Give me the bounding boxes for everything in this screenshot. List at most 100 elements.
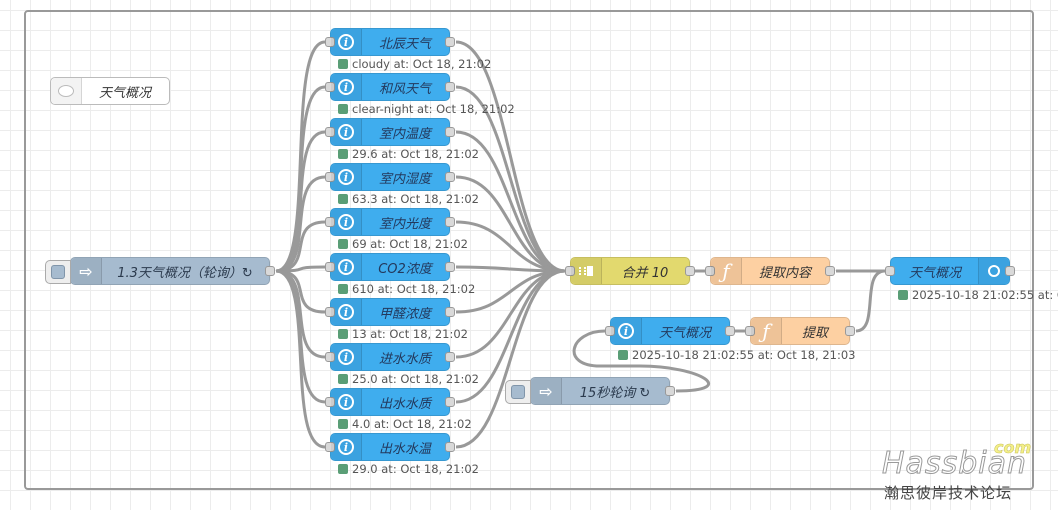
debug-output-port[interactable] xyxy=(445,82,455,92)
debug-output-port[interactable] xyxy=(445,397,455,407)
debug-input-port[interactable] xyxy=(325,307,335,317)
output-input-port[interactable] xyxy=(885,266,895,276)
debug-input-port[interactable] xyxy=(325,442,335,452)
wire-inject-to-debug[interactable] xyxy=(275,175,326,273)
info-icon: i xyxy=(331,29,362,55)
debug-status: cloudy at: Oct 18, 21:02 xyxy=(338,57,491,71)
arrow-right-icon: ⇨ xyxy=(71,258,102,284)
wire-extract-to-output-node[interactable] xyxy=(855,269,886,333)
second-debug-input-port[interactable] xyxy=(605,326,615,336)
debug-node[interactable]: i 出水水质 xyxy=(325,388,455,416)
main-inject-node[interactable]: ⇨ 1.3天气概况（轮询）↻ xyxy=(45,257,275,285)
wire-debug-to-join[interactable] xyxy=(455,85,566,273)
debug-output-port[interactable] xyxy=(445,217,455,227)
info-icon: i xyxy=(331,164,362,190)
info-icon: i xyxy=(331,119,362,145)
extract-content-node[interactable]: ƒ 提取内容 xyxy=(705,257,835,285)
wire-debug-to-join[interactable] xyxy=(455,269,566,404)
debug-output-port[interactable] xyxy=(445,127,455,137)
main-inject-label: 1.3天气概况（轮询）↻ xyxy=(117,265,253,281)
join-label: 合并 10 xyxy=(621,265,669,281)
main-inject-trigger-button[interactable] xyxy=(45,260,71,284)
debug-input-port[interactable] xyxy=(325,397,335,407)
wire-debug-to-join[interactable] xyxy=(455,220,566,273)
info-icon: i xyxy=(331,389,362,415)
debug-input-port[interactable] xyxy=(325,127,335,137)
debug-input-port[interactable] xyxy=(325,352,335,362)
debug-label: 室内温度 xyxy=(378,126,431,142)
debug-label: 和风天气 xyxy=(378,81,431,97)
wire-inject-to-debug[interactable] xyxy=(275,130,326,273)
debug-input-port[interactable] xyxy=(325,37,335,47)
debug-output-port[interactable] xyxy=(445,262,455,272)
join-output-port[interactable] xyxy=(685,266,695,276)
debug-label: 出水水质 xyxy=(378,396,431,412)
function-icon: ƒ xyxy=(711,258,742,284)
debug-output-port[interactable] xyxy=(445,442,455,452)
debug-status: 25.0 at: Oct 18, 21:02 xyxy=(338,372,479,386)
debug-status: 63.3 at: Oct 18, 21:02 xyxy=(338,192,479,206)
poll-inject-trigger-button[interactable] xyxy=(505,380,531,404)
poll-inject-node[interactable]: ⇨ 15秒轮询 ↻ xyxy=(505,377,675,405)
join-icon xyxy=(571,258,602,284)
debug-output-port[interactable] xyxy=(445,37,455,47)
status-dot-icon xyxy=(618,350,628,360)
wire-debug-to-join[interactable] xyxy=(455,175,566,273)
debug-output-port[interactable] xyxy=(445,352,455,362)
debug-input-port[interactable] xyxy=(325,172,335,182)
debug-input-port[interactable] xyxy=(325,262,335,272)
info-icon: i xyxy=(331,344,362,370)
main-inject-output-port[interactable] xyxy=(265,266,275,276)
comment-node[interactable]: 天气概况 xyxy=(50,77,170,105)
wire-inject-to-debug[interactable] xyxy=(275,220,326,273)
extract-content-output-port[interactable] xyxy=(825,266,835,276)
debug-status: 29.0 at: Oct 18, 21:02 xyxy=(338,462,479,476)
wire-debug-to-join[interactable] xyxy=(455,130,566,273)
debug-label: CO2浓度 xyxy=(378,261,432,277)
debug-input-port[interactable] xyxy=(325,217,335,227)
output-node[interactable]: 天气概况 xyxy=(885,257,1015,285)
debug-output-port[interactable] xyxy=(445,307,455,317)
extract-output-port[interactable] xyxy=(845,326,855,336)
debug-input-port[interactable] xyxy=(325,82,335,92)
watermark-tagline: 瀚思彼岸技术论坛 xyxy=(884,484,1013,502)
output-label: 天气概况 xyxy=(908,265,961,281)
info-icon: i xyxy=(611,318,642,344)
debug-node[interactable]: i 室内温度 xyxy=(325,118,455,146)
debug-status: 610 at: Oct 18, 21:02 xyxy=(338,282,475,296)
output-status: 2025-10-18 21:02:55 at: Oc xyxy=(898,288,1058,302)
debug-label: 出水水温 xyxy=(378,441,431,457)
second-debug-node[interactable]: i 天气概况 xyxy=(605,317,735,345)
poll-inject-label: 15秒轮询 ↻ xyxy=(579,385,651,401)
wire-debug-to-join[interactable] xyxy=(455,269,566,449)
comment-bubble-icon xyxy=(51,78,82,104)
second-debug-output-port[interactable] xyxy=(725,326,735,336)
poll-inject-output-port[interactable] xyxy=(665,386,675,396)
second-debug-status: 2025-10-18 21:02:55 at: Oct 18, 21:03 xyxy=(618,348,856,362)
second-debug-label: 天气概况 xyxy=(658,325,711,341)
arrow-right-icon: ⇨ xyxy=(531,378,562,404)
extract-input-port[interactable] xyxy=(745,326,755,336)
wire-inject-to-debug[interactable] xyxy=(275,269,326,449)
join-input-port[interactable] xyxy=(565,266,575,276)
wire-poll-to-second-debug[interactable] xyxy=(572,329,711,393)
debug-output-port[interactable] xyxy=(445,172,455,182)
extract-node[interactable]: ƒ 提取 xyxy=(745,317,855,345)
debug-status: 4.0 at: Oct 18, 21:02 xyxy=(338,417,472,431)
debug-label: 室内光度 xyxy=(378,216,431,232)
wire-debug-to-join[interactable] xyxy=(455,40,566,273)
join-node[interactable]: 合并 10 xyxy=(565,257,695,285)
extract-content-input-port[interactable] xyxy=(705,266,715,276)
status-dot-icon xyxy=(338,59,348,69)
output-output-port[interactable] xyxy=(1005,266,1015,276)
